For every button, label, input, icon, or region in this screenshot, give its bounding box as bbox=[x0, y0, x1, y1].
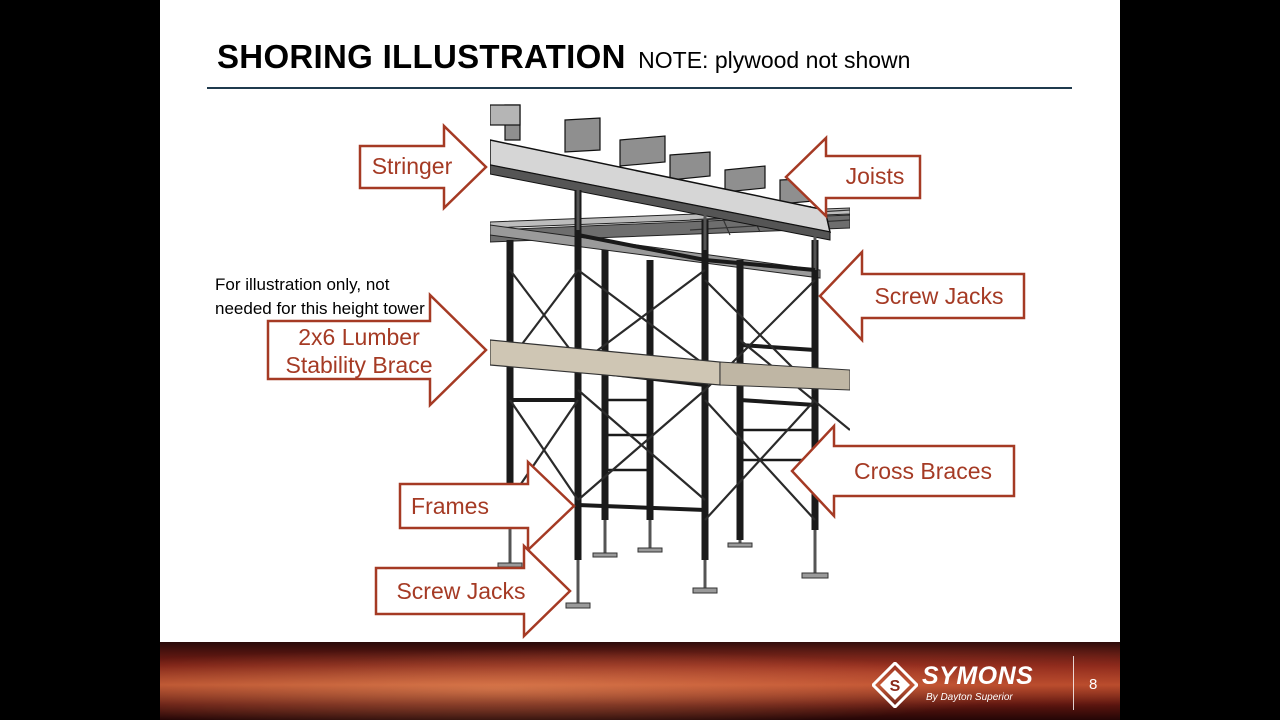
callout-lumber-line2: Stability Brace bbox=[285, 352, 433, 378]
slide-title: SHORING ILLUSTRATION bbox=[217, 38, 626, 75]
callout-frames-label: Frames bbox=[411, 493, 489, 519]
callout-stringer-label: Stringer bbox=[371, 153, 453, 179]
callout-screw-jacks-top-label: Screw Jacks bbox=[874, 283, 1004, 309]
logo-tagline: By Dayton Superior bbox=[926, 692, 1013, 703]
callout-lumber-brace: 2x6 Lumber Stability Brace bbox=[266, 292, 488, 408]
callout-screw-jacks-top: Screw Jacks bbox=[818, 248, 1026, 344]
callout-frames: Frames bbox=[398, 459, 576, 553]
symons-diamond-icon: S bbox=[872, 662, 918, 708]
callout-screw-jacks-bottom: Screw Jacks bbox=[374, 543, 572, 639]
callout-lumber-line1: 2x6 Lumber bbox=[298, 324, 420, 350]
title-divider bbox=[207, 87, 1072, 89]
logo-brand: SYMONS bbox=[922, 662, 1034, 690]
title-row: SHORING ILLUSTRATION NOTE: plywood not s… bbox=[217, 38, 910, 76]
callout-screw-jacks-bottom-label: Screw Jacks bbox=[396, 578, 526, 604]
slide-footer: S SYMONS By Dayton Superior 8 bbox=[160, 642, 1120, 720]
symons-logo: S SYMONS By Dayton Superior bbox=[872, 662, 1072, 708]
callout-cross-braces-label: Cross Braces bbox=[853, 458, 993, 484]
page-number: 8 bbox=[1089, 676, 1098, 693]
svg-text:S: S bbox=[890, 678, 901, 695]
callout-joists-label: Joists bbox=[845, 163, 905, 189]
callout-joists: Joists bbox=[784, 135, 922, 219]
callout-stringer: Stringer bbox=[358, 123, 488, 211]
slide-note: NOTE: plywood not shown bbox=[638, 47, 911, 73]
callout-cross-braces: Cross Braces bbox=[790, 422, 1016, 520]
illustration-side-note: For illustration only, not needed for th… bbox=[215, 275, 425, 318]
footer-divider bbox=[1073, 656, 1074, 710]
slide: SHORING ILLUSTRATION NOTE: plywood not s… bbox=[160, 0, 1120, 720]
